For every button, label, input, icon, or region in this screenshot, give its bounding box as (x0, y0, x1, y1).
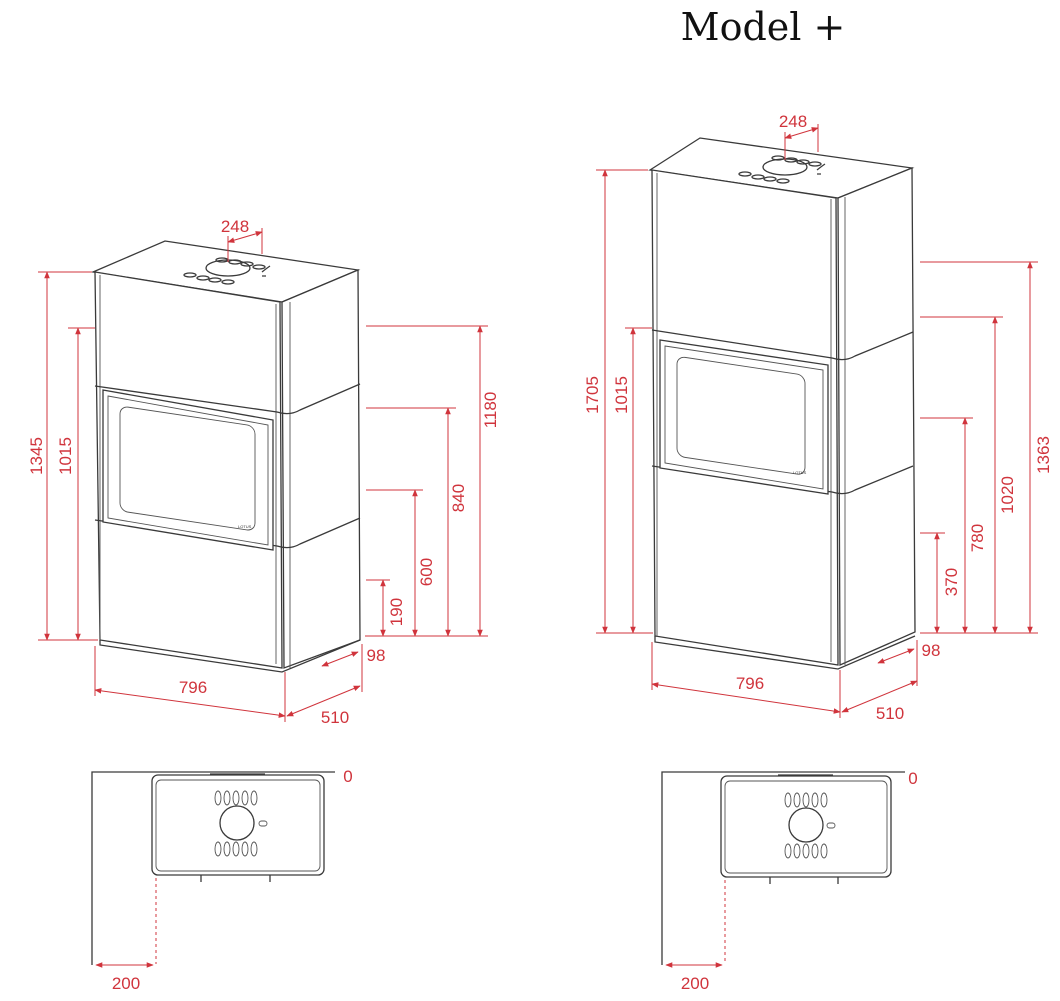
fire-door (659, 339, 829, 495)
dim-side-low: 370 (942, 568, 961, 596)
dim-side-low: 190 (387, 598, 406, 626)
page-title: Model + (681, 5, 846, 49)
right-plan-view: 200 0 (661, 769, 918, 993)
dim-door-top: 1015 (56, 437, 75, 475)
dim-side-clearance: 200 (112, 974, 140, 993)
dim-side-mid: 780 (968, 524, 987, 552)
dim-width: 796 (179, 678, 207, 697)
left-stove-elevation: LOTUS (90, 240, 361, 673)
dim-total-height: 1345 (27, 437, 46, 475)
dim-flue-offset: 248 (779, 112, 807, 131)
left-plan-view: 200 0 (91, 767, 353, 993)
dim-back-clearance: 0 (343, 767, 352, 786)
dim-rear-outlet: 1363 (1034, 436, 1053, 474)
dim-side-upper: 1020 (998, 476, 1017, 514)
right-dimensions: 248 1705 1015 1363 1020 780 370 98 796 5… (583, 112, 1053, 723)
dim-door-top: 1015 (612, 376, 631, 414)
dim-depth: 510 (876, 704, 904, 723)
dim-depth: 510 (321, 708, 349, 727)
dim-back-clearance: 0 (908, 769, 917, 788)
vent-slots (183, 257, 271, 285)
right-stove-elevation: LOTUS (648, 137, 916, 670)
dim-side-mid: 600 (417, 558, 436, 586)
brand-logo: LOTUS (793, 470, 807, 475)
dim-flue-offset: 248 (221, 217, 249, 236)
dim-base-offset: 98 (922, 641, 941, 660)
dim-side-upper: 840 (449, 484, 468, 512)
dim-base-offset: 98 (367, 646, 386, 665)
dim-side-clearance: 200 (681, 974, 709, 993)
dim-rear-outlet: 1180 (481, 392, 500, 429)
dim-width: 796 (736, 674, 764, 693)
left-dimensions: 248 1345 1015 1180 840 600 190 98 796 51… (27, 217, 500, 727)
side-face (281, 269, 361, 669)
dim-total-height: 1705 (583, 376, 602, 414)
side-face (837, 167, 916, 666)
fire-door (102, 389, 274, 551)
brand-logo: LOTUS (238, 524, 252, 529)
